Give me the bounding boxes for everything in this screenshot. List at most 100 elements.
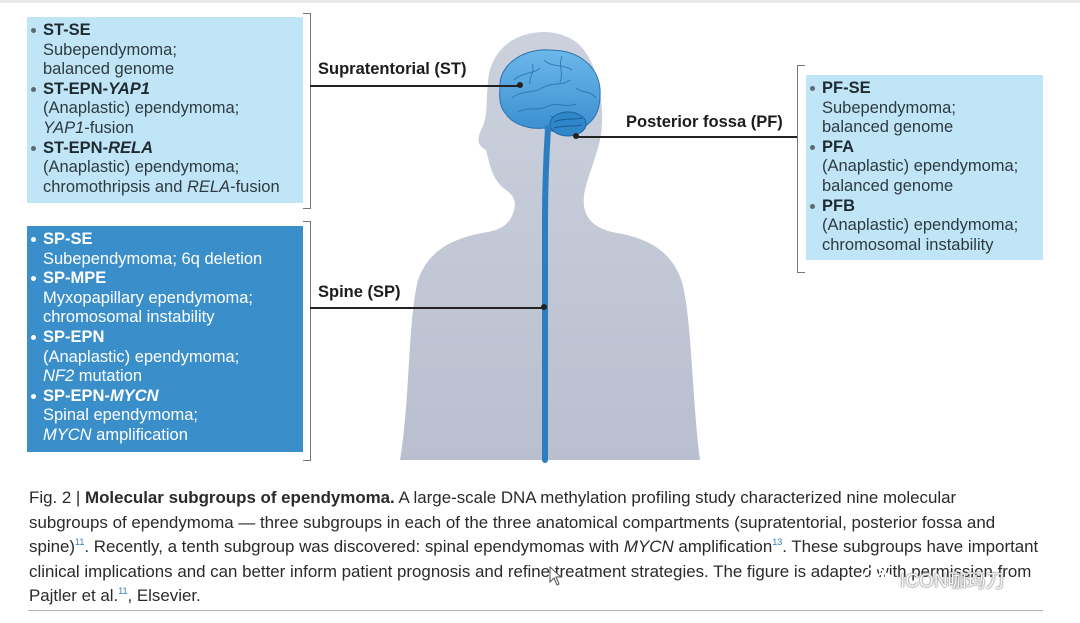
subgroup-name: ST-SE xyxy=(43,21,293,41)
subgroup-description-line: balanced genome xyxy=(822,177,1033,197)
subgroup-name-text: PFA xyxy=(822,137,855,156)
brain-illustration xyxy=(499,49,601,137)
bottom-rule xyxy=(28,610,1043,611)
watermark-text: ICON咖玛刀 xyxy=(900,570,1005,592)
description-text: balanced genome xyxy=(822,176,954,195)
subgroup-item: PFA(Anaplastic) ependymoma;balanced geno… xyxy=(810,138,1033,197)
description-text: chromosomal instability xyxy=(822,235,994,254)
description-text: amplification xyxy=(91,425,188,444)
caption-text-4: . These subgroups have important clinica… xyxy=(29,537,1039,606)
leader-line-spine xyxy=(310,307,544,309)
description-text: Subependymoma; 6q deletion xyxy=(43,249,263,268)
mouse-cursor-icon xyxy=(549,566,563,586)
reference-11[interactable]: 11 xyxy=(75,537,85,548)
bullet-dot xyxy=(810,203,815,209)
subgroup-description-line: Spinal ependymoma; xyxy=(43,406,293,426)
subgroup-description-line: chromothripsis and RELA-fusion xyxy=(43,178,293,198)
subgroup-item: ST-EPN-RELA(Anaplastic) ependymoma;chrom… xyxy=(31,139,293,198)
subgroup-description-line: (Anaplastic) ependymoma; xyxy=(822,157,1033,177)
subgroup-item: ST-EPN-YAP1(Anaplastic) ependymoma;YAP1-… xyxy=(31,80,293,139)
subgroup-description-line: chromosomal instability xyxy=(822,236,1033,256)
subgroup-name: SP-SE xyxy=(43,230,293,250)
caption-text-2: . Recently, a tenth subgroup was discove… xyxy=(84,537,624,557)
subgroup-name-text: SP-MPE xyxy=(43,269,107,288)
subgroup-name-text: PFB xyxy=(822,196,855,215)
bracket-supratentorial xyxy=(303,13,311,209)
reference-13[interactable]: 13 xyxy=(772,537,783,548)
subgroup-description-line: YAP1-fusion xyxy=(43,119,293,139)
description-text: (Anaplastic) ependymoma; xyxy=(822,157,1019,176)
description-text: chromothripsis and xyxy=(43,177,187,196)
subgroup-description-line: NF2 mutation xyxy=(43,367,293,387)
subgroup-description-line: Subependymoma; xyxy=(822,99,1033,119)
leader-dot-spine xyxy=(541,304,547,310)
subgroup-name: ST-EPN-RELA xyxy=(43,139,293,159)
subgroup-description-line: (Anaplastic) ependymoma; xyxy=(43,348,293,368)
description-gene: YAP1 xyxy=(43,118,85,137)
region-label-spine: Spine (SP) xyxy=(318,283,401,301)
leader-dot-supratentorial xyxy=(517,82,523,88)
subgroup-description-line: chromosomal instability xyxy=(43,308,293,328)
subgroup-description-line: Subependymoma; 6q deletion xyxy=(43,250,293,270)
subgroup-name: PFA xyxy=(822,138,1033,158)
subgroup-gene-name: YAP1 xyxy=(108,79,150,98)
region-label-posterior-fossa: Posterior fossa (PF) xyxy=(626,113,783,131)
bullet-dot xyxy=(31,334,36,340)
top-rule xyxy=(0,0,1080,3)
subgroup-name: SP-EPN-MYCN xyxy=(43,387,293,407)
subgroup-item: SP-EPN(Anaplastic) ependymoma;NF2 mutati… xyxy=(31,328,293,387)
description-text: (Anaplastic) ependymoma; xyxy=(822,216,1019,235)
body-shape xyxy=(400,32,700,460)
leader-line-supratentorial xyxy=(310,85,520,87)
subgroup-gene-name: MYCN xyxy=(109,386,159,405)
subgroup-name: ST-EPN-YAP1 xyxy=(43,80,293,100)
description-text: (Anaplastic) ependymoma; xyxy=(43,99,240,118)
subgroup-name-text: ST-EPN- xyxy=(43,79,109,98)
subgroup-description-line: (Anaplastic) ependymoma; xyxy=(43,158,293,178)
description-text: Spinal ependymoma; xyxy=(43,406,199,425)
subgroup-name: SP-EPN xyxy=(43,328,293,348)
figure-title: Molecular subgroups of ependymoma. xyxy=(85,488,395,507)
caption-text-5: , Elsevier. xyxy=(127,586,201,606)
spinal-cord xyxy=(542,125,551,463)
subgroup-description-line: Myxopapillary ependymoma; xyxy=(43,289,293,309)
bullet-dot xyxy=(31,393,36,399)
subgroup-description-line: MYCN amplification xyxy=(43,426,293,446)
bullet-dot xyxy=(31,86,36,92)
subgroup-name-text: PF-SE xyxy=(822,79,871,97)
caption-gene: MYCN xyxy=(623,537,674,557)
description-text: balanced genome xyxy=(822,118,954,137)
bullet-dot xyxy=(810,144,815,150)
region-label-supratentorial: Supratentorial (ST) xyxy=(318,60,467,78)
subgroup-name-text: SP-SE xyxy=(43,230,93,248)
bullet-dot xyxy=(31,145,36,151)
bullet-dot xyxy=(810,86,815,91)
description-text: Myxopapillary ependymoma; xyxy=(43,288,254,307)
description-text: chromosomal instability xyxy=(43,308,215,327)
subgroup-name: PF-SE xyxy=(822,79,1033,99)
subgroup-name: PFB xyxy=(822,197,1033,217)
caption-text-3: amplification xyxy=(673,537,773,557)
subgroup-name-text: ST-SE xyxy=(43,21,91,39)
reference-11-second[interactable]: 11 xyxy=(118,586,128,597)
description-gene: MYCN xyxy=(43,425,92,444)
leader-dot-posterior-fossa xyxy=(573,133,579,139)
bullet-dot xyxy=(31,28,36,33)
subgroup-description-line: balanced genome xyxy=(822,118,1033,138)
bullet-dot xyxy=(31,276,36,282)
watermark: ICON咖玛刀 xyxy=(862,565,1027,593)
wechat-icon xyxy=(863,567,894,590)
description-text: (Anaplastic) ependymoma; xyxy=(43,347,240,366)
human-silhouette xyxy=(400,32,700,463)
subgroup-name-text: SP-EPN xyxy=(43,327,105,346)
subgroup-description-line: Subependymoma; xyxy=(43,41,293,61)
description-text: (Anaplastic) ependymoma; xyxy=(43,158,240,177)
subgroup-description-line: (Anaplastic) ependymoma; xyxy=(43,99,293,119)
leader-line-posterior-fossa xyxy=(576,136,797,138)
subgroup-name: SP-MPE xyxy=(43,269,293,289)
